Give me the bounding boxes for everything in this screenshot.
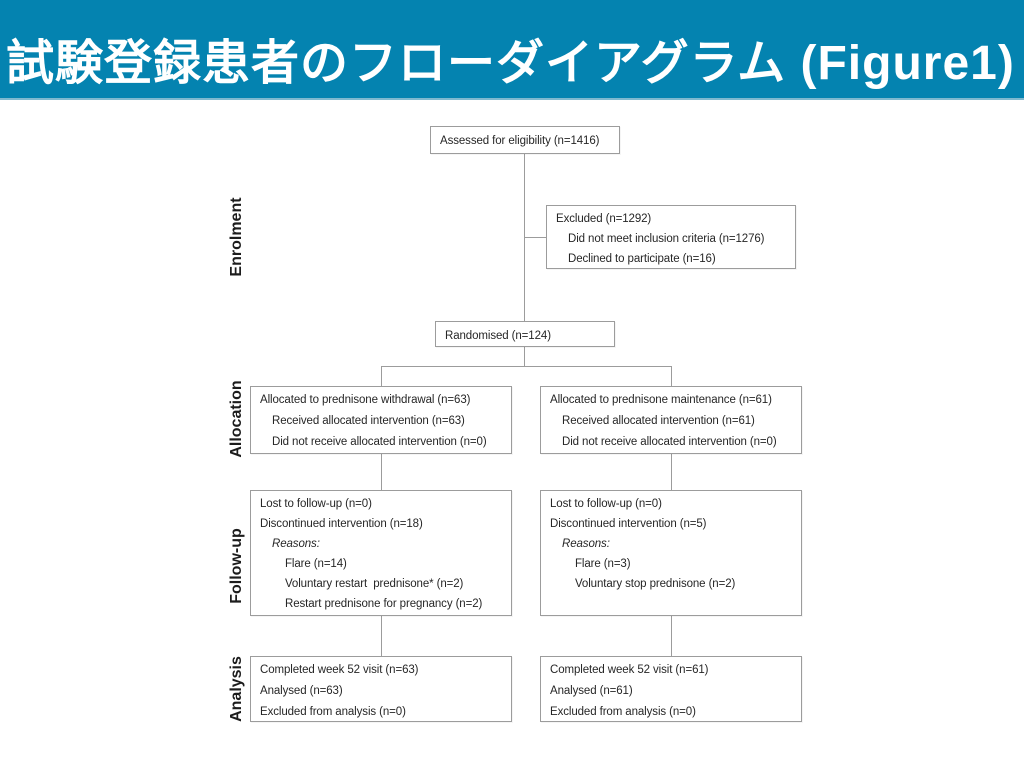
box-line: Lost to follow-up (n=0) bbox=[260, 498, 372, 510]
connector-line bbox=[381, 616, 382, 656]
box-line: Allocated to prednisone withdrawal (n=63… bbox=[260, 394, 471, 406]
box-line: Assessed for eligibility (n=1416) bbox=[440, 135, 600, 147]
analysis-withdrawal-box: Completed week 52 visit (n=63) Analysed … bbox=[250, 656, 512, 722]
stage-label-enrolment: Enrolment bbox=[228, 197, 245, 277]
connector-line bbox=[381, 366, 382, 386]
box-line: Flare (n=3) bbox=[575, 558, 631, 570]
connector-line bbox=[381, 454, 382, 490]
box-line: Lost to follow-up (n=0) bbox=[550, 498, 662, 510]
box-line: Declined to participate (n=16) bbox=[568, 253, 716, 265]
stage-label-followup: Follow-up bbox=[228, 528, 245, 604]
analysis-maintenance-box: Completed week 52 visit (n=61) Analysed … bbox=[540, 656, 802, 722]
box-line: Excluded from analysis (n=0) bbox=[260, 706, 406, 718]
box-line: Randomised (n=124) bbox=[445, 330, 551, 342]
box-line: Allocated to prednisone maintenance (n=6… bbox=[550, 394, 772, 406]
box-line: Discontinued intervention (n=18) bbox=[260, 518, 423, 530]
connector-line bbox=[671, 454, 672, 490]
box-line: Completed week 52 visit (n=63) bbox=[260, 664, 419, 676]
box-line: Flare (n=14) bbox=[285, 558, 347, 570]
box-line: Excluded from analysis (n=0) bbox=[550, 706, 696, 718]
box-line: Analysed (n=61) bbox=[550, 685, 633, 697]
box-line: Voluntary restart prednisone* (n=2) bbox=[285, 578, 464, 590]
box-line: Voluntary stop prednisone (n=2) bbox=[575, 578, 736, 590]
allocation-withdrawal-box: Allocated to prednisone withdrawal (n=63… bbox=[250, 386, 512, 454]
followup-maintenance-box: Lost to follow-up (n=0) Discontinued int… bbox=[540, 490, 802, 616]
stage-label-allocation: Allocation bbox=[228, 380, 245, 458]
box-line: Did not receive allocated intervention (… bbox=[272, 436, 487, 448]
box-line: Excluded (n=1292) bbox=[556, 213, 652, 225]
box-line: Restart prednisone for pregnancy (n=2) bbox=[285, 598, 483, 610]
title-banner: 試験登録患者のフローダイアグラム (Figure1) bbox=[0, 0, 1024, 100]
box-line: Discontinued intervention (n=5) bbox=[550, 518, 707, 530]
box-line: Completed week 52 visit (n=61) bbox=[550, 664, 709, 676]
connector-line bbox=[671, 366, 672, 386]
allocation-maintenance-box: Allocated to prednisone maintenance (n=6… bbox=[540, 386, 802, 454]
box-line: Reasons: bbox=[272, 538, 320, 550]
excluded-box: Excluded (n=1292) Did not meet inclusion… bbox=[546, 205, 796, 269]
followup-withdrawal-box: Lost to follow-up (n=0) Discontinued int… bbox=[250, 490, 512, 616]
box-line: Did not meet inclusion criteria (n=1276) bbox=[568, 233, 765, 245]
connector-line bbox=[524, 237, 546, 238]
box-line: Received allocated intervention (n=63) bbox=[272, 415, 465, 427]
box-line: Received allocated intervention (n=61) bbox=[562, 415, 755, 427]
box-line: Analysed (n=63) bbox=[260, 685, 343, 697]
connector-line bbox=[671, 616, 672, 656]
consort-flow-diagram: Enrolment Allocation Follow-up Analysis … bbox=[0, 100, 1024, 768]
stage-label-analysis: Analysis bbox=[228, 656, 245, 722]
box-line: Did not receive allocated intervention (… bbox=[562, 436, 777, 448]
randomised-box: Randomised (n=124) bbox=[435, 321, 615, 347]
slide-title: 試験登録患者のフローダイアグラム (Figure1) bbox=[6, 37, 1015, 90]
box-line: Reasons: bbox=[562, 538, 610, 550]
connector-line bbox=[381, 366, 672, 367]
assessed-box: Assessed for eligibility (n=1416) bbox=[430, 126, 620, 154]
connector-line bbox=[524, 347, 525, 366]
